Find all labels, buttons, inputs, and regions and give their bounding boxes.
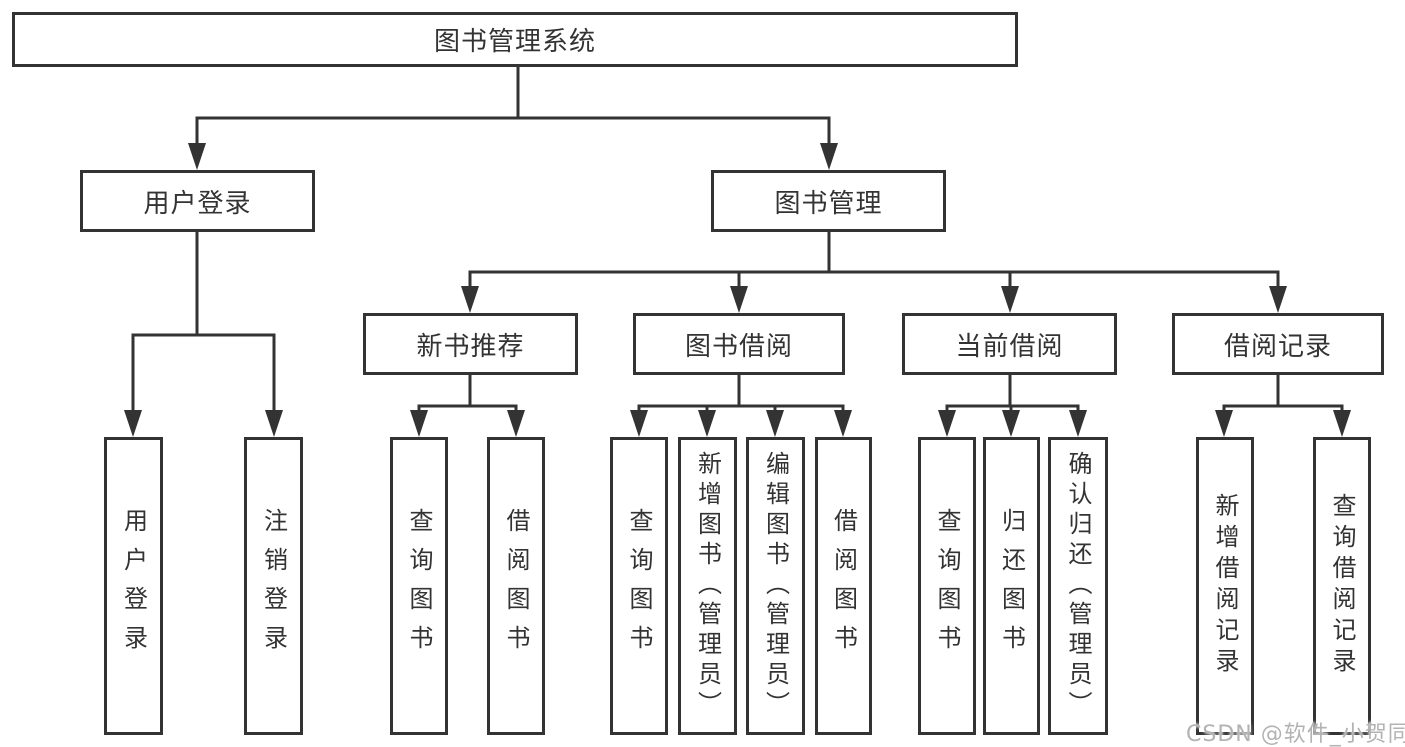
- node-book-management: 图书管理: [711, 170, 946, 232]
- leaf-query-books-current-label: 查询图书: [933, 508, 961, 664]
- node-current-borrow: 当前借阅: [902, 313, 1117, 375]
- leaf-borrow-books-label: 借阅图书: [829, 508, 858, 664]
- node-book-management-label: 图书管理: [774, 188, 883, 219]
- leaf-add-borrow-record: 新增借阅记录: [1196, 437, 1254, 735]
- leaf-user-login-label: 用户登录: [119, 508, 148, 664]
- leaf-add-books-admin: 新增图书（管理员）: [678, 437, 737, 735]
- leaf-logout-label: 注销登录: [259, 508, 288, 664]
- leaf-borrow-books: 借阅图书: [815, 437, 872, 735]
- connector-book-borrow-to-leaves: [630, 373, 852, 437]
- connector-new-book-to-leaves: [410, 373, 525, 437]
- csdn-watermark: CSDN @软件_小贺同学: [1186, 722, 1405, 747]
- leaf-query-books-current: 查询图书: [918, 437, 976, 735]
- leaf-return-books-label: 归还图书: [997, 508, 1026, 664]
- leaf-borrow-books-recommend: 借阅图书: [487, 437, 545, 735]
- leaf-query-books-recommend: 查询图书: [390, 437, 448, 735]
- connector-user-login-to-leaves: [124, 230, 283, 437]
- leaf-return-books: 归还图书: [983, 437, 1040, 735]
- leaf-query-books-borrow-label: 查询图书: [625, 508, 653, 664]
- leaf-user-login: 用户登录: [104, 437, 163, 735]
- node-current-borrow-label: 当前借阅: [955, 331, 1064, 362]
- node-book-borrow-label: 图书借阅: [684, 331, 793, 362]
- leaf-add-books-admin-label: 新增图书（管理员）: [693, 451, 722, 721]
- node-user-login-label: 用户登录: [143, 188, 252, 219]
- node-borrow-records: 借阅记录: [1172, 313, 1384, 375]
- node-library-management-system-label: 图书管理系统: [433, 27, 596, 57]
- node-book-borrow: 图书借阅: [633, 313, 845, 375]
- leaf-edit-books-admin: 编辑图书（管理员）: [746, 437, 805, 735]
- node-borrow-records-label: 借阅记录: [1223, 331, 1332, 362]
- leaf-borrow-books-recommend-label: 借阅图书: [502, 508, 530, 664]
- connector-borrow-records-to-leaves: [1215, 373, 1351, 437]
- leaf-query-books-recommend-label: 查询图书: [405, 508, 433, 664]
- leaf-query-borrow-record-label: 查询借阅记录: [1328, 493, 1356, 679]
- connector-book-management-to-level3: [461, 230, 1287, 313]
- node-user-login: 用户登录: [80, 170, 315, 232]
- leaf-query-borrow-record: 查询借阅记录: [1313, 437, 1371, 735]
- leaf-edit-books-admin-label: 编辑图书（管理员）: [761, 451, 790, 721]
- node-library-management-system: 图书管理系统: [12, 12, 1018, 67]
- leaf-query-books-borrow: 查询图书: [610, 437, 668, 735]
- node-new-book-recommend-label: 新书推荐: [416, 331, 525, 362]
- node-new-book-recommend: 新书推荐: [363, 313, 578, 375]
- connector-current-borrow-to-leaves: [938, 373, 1087, 437]
- leaf-logout: 注销登录: [244, 437, 303, 735]
- connector-root-to-level2: [188, 65, 838, 170]
- leaf-confirm-return-admin-label: 确认归还（管理员）: [1064, 451, 1092, 721]
- leaf-add-borrow-record-label: 新增借阅记录: [1211, 493, 1239, 679]
- leaf-confirm-return-admin: 确认归还（管理员）: [1048, 437, 1108, 735]
